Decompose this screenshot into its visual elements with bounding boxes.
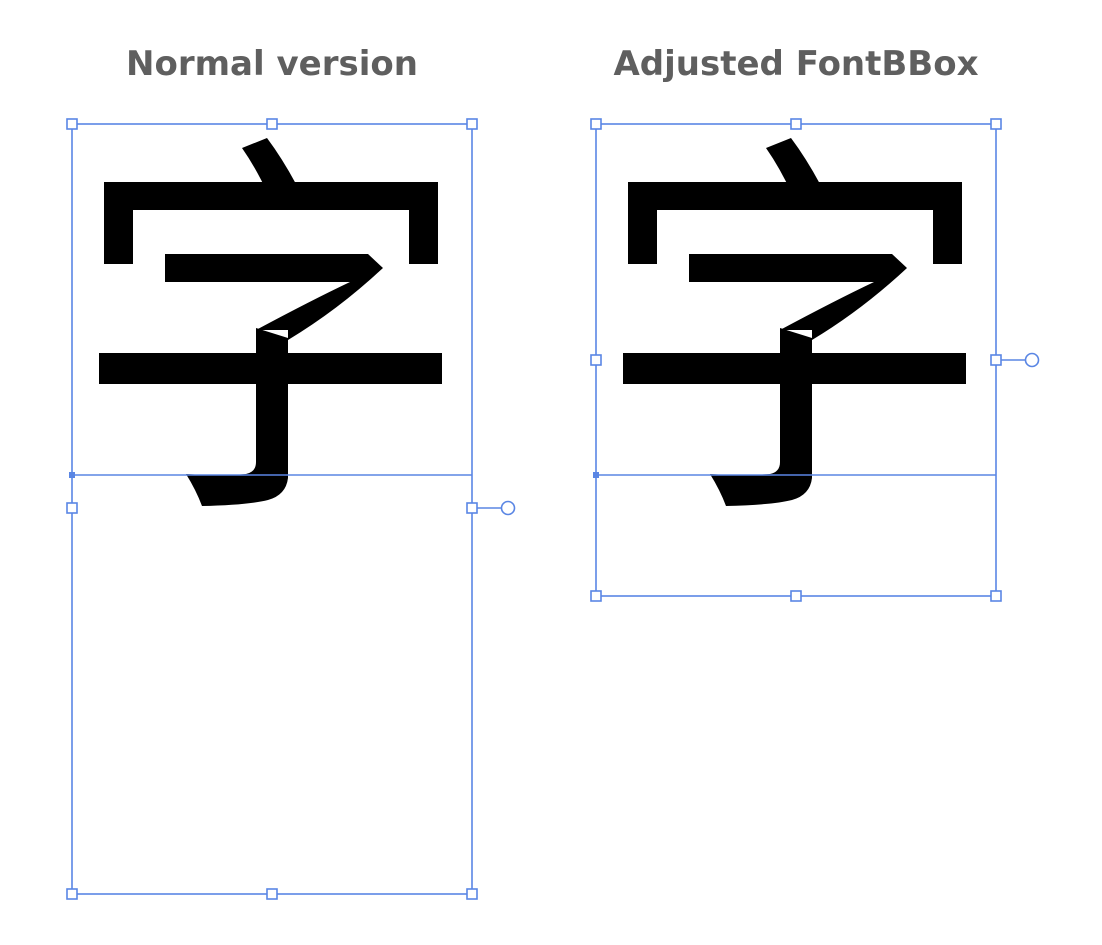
rotate-handle-adjusted[interactable] [1024,352,1040,368]
panel-adjusted [590,118,1040,602]
handle-bottom-center[interactable] [790,590,802,602]
handle-bottom-left[interactable] [66,888,78,900]
panel-normal [66,118,516,900]
handle-top-left[interactable] [66,118,78,130]
handle-bottom-center[interactable] [266,888,278,900]
handle-bottom-right[interactable] [466,888,478,900]
handle-middle-left[interactable] [590,354,602,366]
handle-middle-left[interactable] [66,502,78,514]
origin-point-normal[interactable] [69,472,75,478]
handle-top-left[interactable] [590,118,602,130]
panel-title-normal: Normal version [126,44,418,84]
handle-bottom-left[interactable] [590,590,602,602]
rotate-handle-normal[interactable] [500,500,516,516]
glyph-zi-normal [99,138,442,506]
handle-top-center[interactable] [790,118,802,130]
panel-title-adjusted: Adjusted FontBBox [613,44,979,84]
handle-top-right[interactable] [990,118,1002,130]
handle-middle-right[interactable] [466,502,478,514]
handle-bottom-right[interactable] [990,590,1002,602]
glyph-zi-adjusted [623,138,966,506]
handle-top-right[interactable] [466,118,478,130]
origin-point-adjusted[interactable] [593,472,599,478]
handle-middle-right[interactable] [990,354,1002,366]
handle-top-center[interactable] [266,118,278,130]
